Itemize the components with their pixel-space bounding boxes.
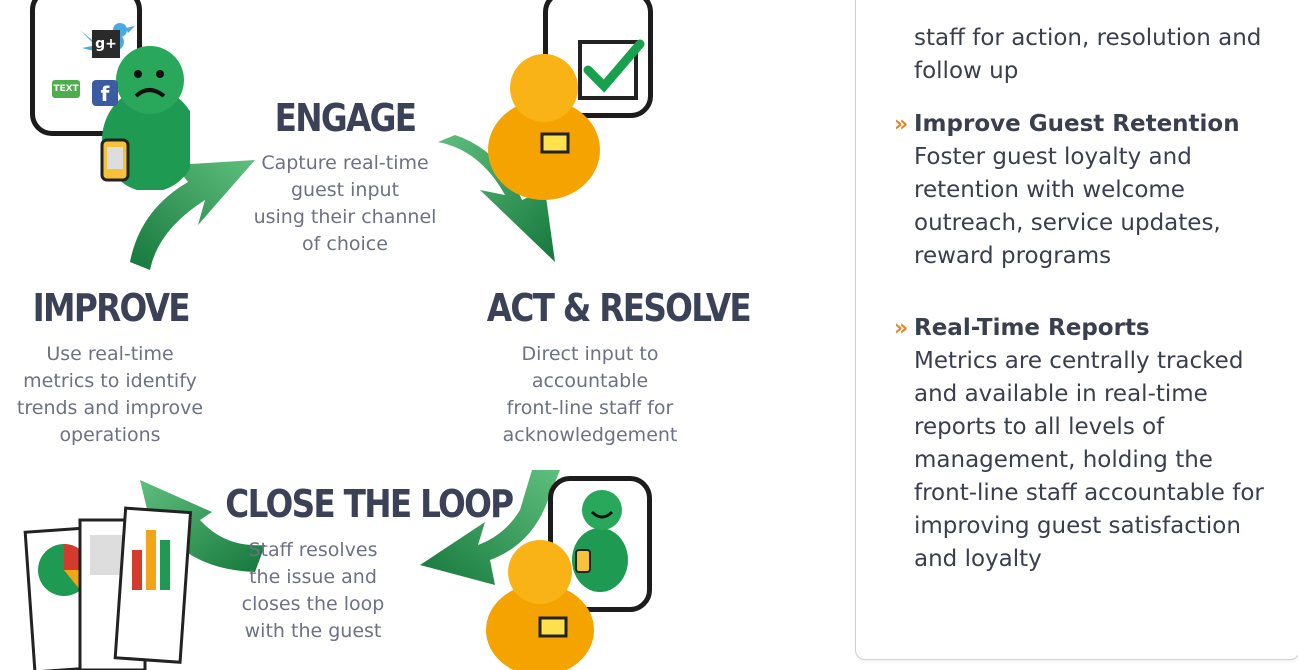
cycle-arrows	[130, 135, 560, 585]
feature-partial: staff for action, resolution and follow …	[914, 25, 1262, 84]
feature-title: Improve Guest Retention	[914, 111, 1240, 137]
arrow-close-to-improve	[140, 480, 265, 572]
feature-title: Real-Time Reports	[914, 315, 1150, 341]
arrow-engage-to-act	[438, 135, 555, 262]
text-message-icon: TEXT	[52, 80, 80, 98]
unhappy-guest-icon	[80, 23, 190, 190]
feature-real-time-reports: » Real-Time Reports Metrics are centrall…	[894, 312, 1274, 576]
arrow-improve-to-engage	[130, 160, 255, 270]
arrow-act-to-close	[420, 470, 560, 585]
google-plus-icon: g+	[92, 30, 120, 58]
bullet-icon: »	[894, 112, 909, 137]
features-panel	[855, 0, 1298, 660]
stage-title-close: CLOSE THE LOOP	[225, 482, 514, 526]
bullet-icon: »	[894, 316, 909, 341]
stage-title-engage: ENGAGE	[274, 96, 417, 140]
staff-checkbox-icon	[488, 39, 645, 200]
staff-happy-guest-icon	[486, 490, 628, 670]
facebook-icon: f	[92, 80, 118, 106]
stage-title-improve: IMPROVE	[32, 286, 191, 330]
stage-title-act: ACT & RESOLVE	[486, 286, 752, 330]
feature-guest-retention: » Improve Guest Retention Foster guest l…	[894, 108, 1274, 273]
reports-icon	[23, 506, 193, 670]
